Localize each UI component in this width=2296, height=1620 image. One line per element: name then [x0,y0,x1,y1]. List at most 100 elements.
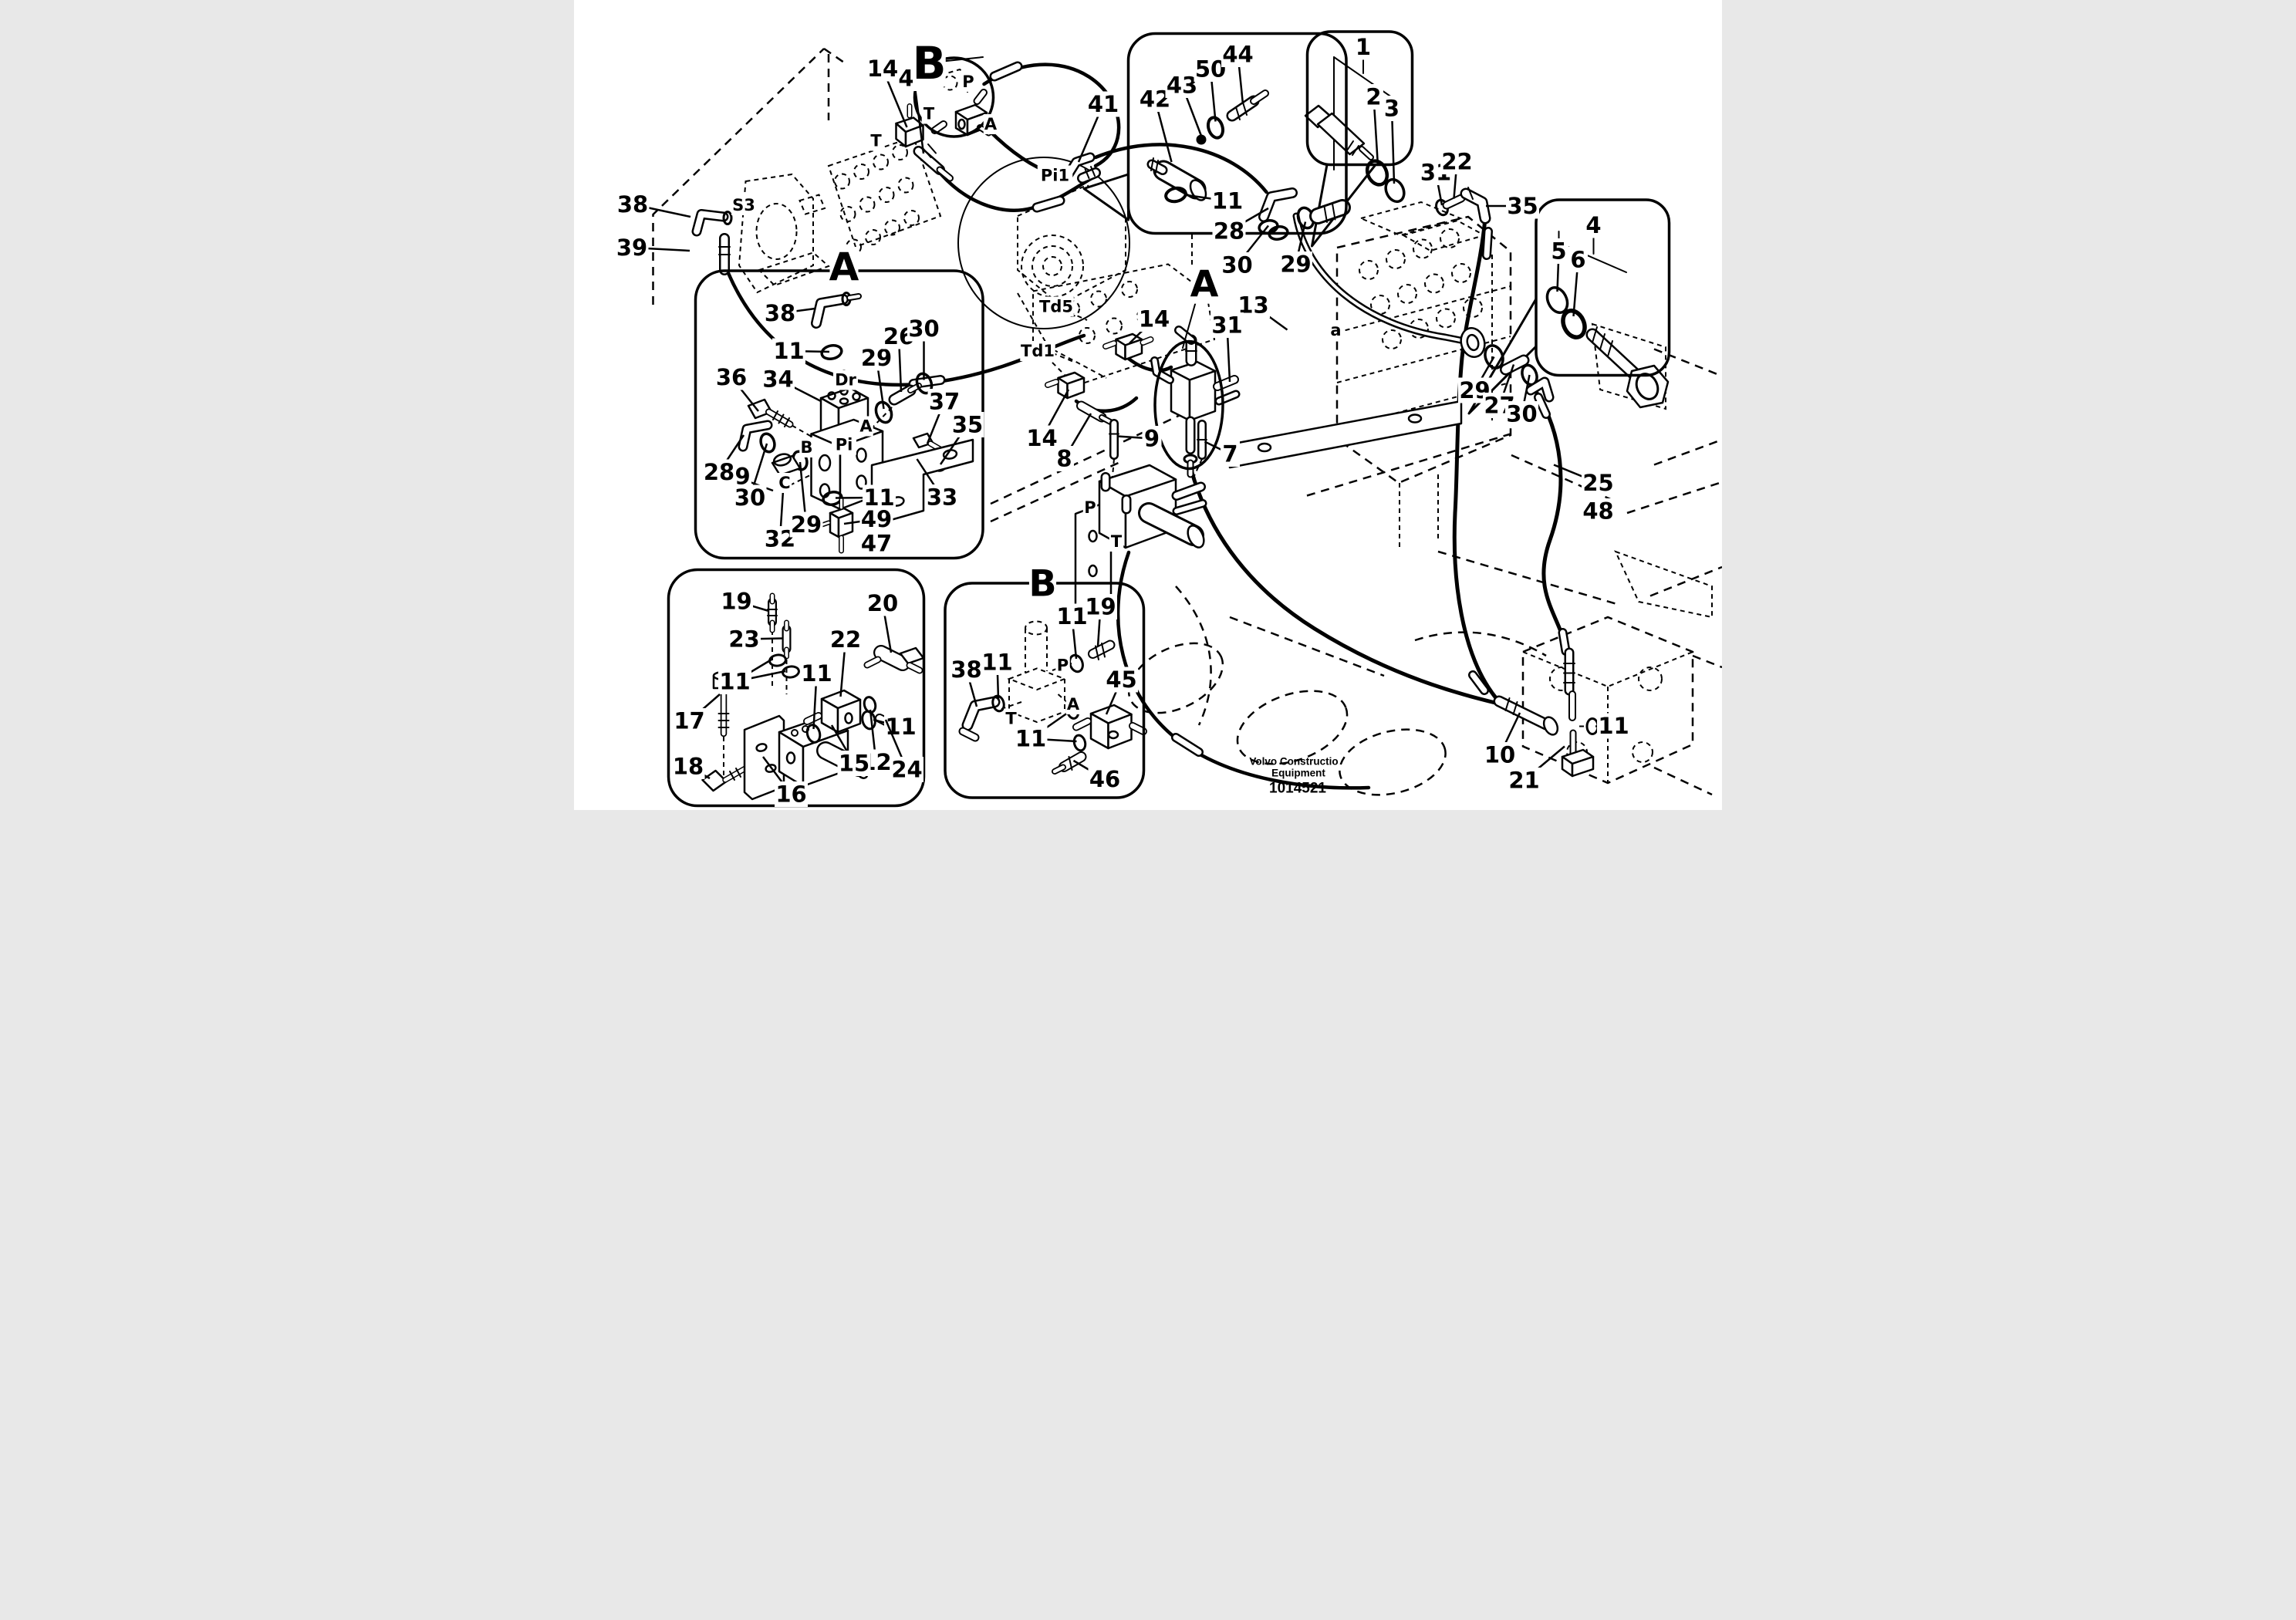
svg-text:25: 25 [1582,470,1613,496]
port-label-A-18: A [1065,694,1081,714]
callout-29-41: 29 [859,345,893,410]
svg-text:S3: S3 [732,196,755,214]
svg-text:11: 11 [719,669,750,695]
svg-text:35: 35 [952,412,983,438]
footer-block: Volvo Constructio Equipment 1014521 [1249,756,1338,797]
svg-text:B: B [800,438,812,457]
svg-text:33: 33 [927,484,957,511]
callout-28-19: 28 [1212,207,1269,245]
svg-text:B: B [1028,563,1056,606]
port-label-Td5-11: Td5 [1038,296,1074,317]
callout-3-12: 3 [1382,96,1402,184]
callout-11-62: 11 [800,660,833,730]
parts-diagram-page: 3839144041424350441112331223545628302913… [574,0,1722,810]
svg-text:35: 35 [1507,193,1538,219]
callout-11-36: 11 [1595,713,1630,739]
callout-10-34: 10 [1483,712,1521,768]
detail-box-a-label: A [829,245,859,289]
callout-9-27: 9 [1116,426,1162,452]
callout-18-59: 18 [671,754,711,780]
part-number: 1014521 [1269,781,1326,797]
svg-text:11: 11 [1056,603,1087,629]
callout-43-6: 43 [1165,73,1203,137]
svg-text:49: 49 [861,506,892,532]
diagram-canvas: 3839144041424350441112331223545628302913… [615,30,1722,808]
port-label-P-14: P [1082,498,1098,518]
callout-29-21: 29 [1279,221,1312,278]
port-label-T-3: T [921,103,937,124]
detail-circle-b-label: B [913,38,947,89]
svg-text:6: 6 [1570,247,1585,273]
svg-text:24: 24 [891,757,922,783]
callout-11-9: 11 [1183,188,1244,214]
svg-text:21: 21 [1508,768,1539,794]
callout-38-0: 38 [616,191,691,218]
callout-41-4: 41 [1077,91,1120,163]
callout-39-1: 39 [615,235,690,261]
port-label-Pi-10: Pi [832,434,856,455]
fittings-22-31-35 [1435,187,1491,224]
callout-11-38: 11 [772,338,830,364]
detail-box-b-label: B [1028,563,1056,606]
svg-text:A: A [859,417,873,436]
callout-16-67: 16 [762,756,808,808]
svg-text:A: A [1067,695,1080,714]
svg-text:11: 11 [1212,188,1243,214]
callout-37-44: 37 [926,389,961,444]
port-label-Pi1-5: Pi1 [1037,165,1073,186]
svg-text:36: 36 [716,364,747,390]
svg-text:B: B [913,38,947,89]
svg-text:16: 16 [775,781,806,808]
port-label-B-9: B [799,437,814,457]
svg-text:34: 34 [762,366,793,393]
svg-text:Dr: Dr [835,371,856,390]
callout-8-26: 8 [1055,413,1092,472]
callout-33-54: 33 [916,458,959,511]
svg-text:11: 11 [801,660,832,687]
svg-text:46: 46 [1089,766,1120,792]
callout-14-2: 14 [866,56,908,128]
hose-fittings-27-29-30 [1460,326,1555,403]
svg-text:39: 39 [616,235,647,261]
pump-inlet-fittings-10-21 [1493,647,1599,778]
svg-text:38: 38 [617,191,648,218]
port-label-T-15: T [1109,532,1124,552]
svg-text:14: 14 [1026,425,1057,451]
callout-36-39: 36 [714,364,759,412]
svg-text:4: 4 [1585,212,1601,238]
callout-4-16: 4 [1584,212,1603,238]
port-label-C-8: C [777,473,792,493]
labels-layer: 3839144041424350441112331223545628302913… [615,34,1630,808]
svg-text:30: 30 [1506,401,1537,427]
svg-text:P: P [1057,656,1069,675]
port-label-Dr-6: Dr [833,370,858,390]
svg-text:22: 22 [830,626,861,653]
port-label-P-2: P [961,72,976,92]
svg-text:T: T [923,105,935,123]
callout-7-28: 7 [1204,440,1240,467]
svg-text:31: 31 [1211,312,1242,339]
svg-text:20: 20 [867,590,898,616]
svg-text:30: 30 [1221,252,1252,278]
callout-25-32: 25 [1553,464,1615,496]
callout-47-53: 47 [859,531,893,557]
callout-22-61: 22 [829,626,863,697]
callout-38-37: 38 [763,300,815,326]
svg-text:9: 9 [1144,426,1160,452]
callout-19-69: 19 [1084,594,1117,647]
callout-34-40: 34 [761,366,822,403]
callout-1-10: 1 [1353,34,1373,60]
svg-text:29: 29 [791,511,822,538]
callout-13-22: 13 [1237,292,1288,331]
svg-text:Pi1: Pi1 [1041,167,1069,185]
svg-text:1: 1 [1356,34,1371,60]
callout-45-72: 45 [1105,667,1138,715]
callout-14-24: 14 [1129,306,1171,344]
callout-11-71: 11 [981,650,1014,700]
svg-text:28: 28 [704,459,734,485]
callout-48-33: 48 [1582,498,1615,525]
svg-text:37: 37 [929,389,960,415]
s3-sensor-group [691,209,733,275]
detail-box-tails [1082,164,1538,415]
callout-24-65: 24 [884,719,923,783]
